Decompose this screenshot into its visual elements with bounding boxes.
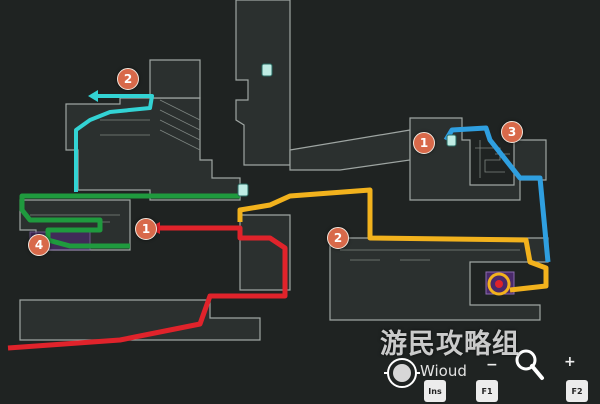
target-ring[interactable] [487,272,511,296]
marker-red-1[interactable]: 1 [135,218,157,240]
marker-cyan-2[interactable]: 2 [117,68,139,90]
route-green [19,193,240,249]
route-blue [443,125,551,263]
route-cyan [74,94,154,192]
marker-blue-3[interactable]: 3 [501,121,523,143]
route-red [7,225,288,351]
marker-yellow-2[interactable]: 2 [327,227,349,249]
save-point-icon[interactable] [261,63,273,77]
player-locator-icon[interactable] [384,358,420,388]
route-yellow [237,187,549,293]
target-dot [495,280,503,288]
zoom-plus-label: + [564,354,576,370]
save-point-icon[interactable] [237,183,249,197]
hotkey-f1[interactable]: F1 [476,380,498,402]
marker-green-4[interactable]: 4 [28,234,50,256]
save-point-icon[interactable] [446,134,457,147]
route-cyan-arrow [88,90,98,102]
watermark: 游民攻略组 [380,329,520,360]
zoom-minus-label: − [486,357,498,373]
hotkey-ins[interactable]: Ins [424,380,446,402]
search-icon[interactable] [515,349,544,380]
marker-blue-1[interactable]: 1 [413,132,435,154]
hotkey-f2[interactable]: F2 [566,380,588,402]
map-details [30,99,520,261]
character-name: Wioud [420,362,467,380]
